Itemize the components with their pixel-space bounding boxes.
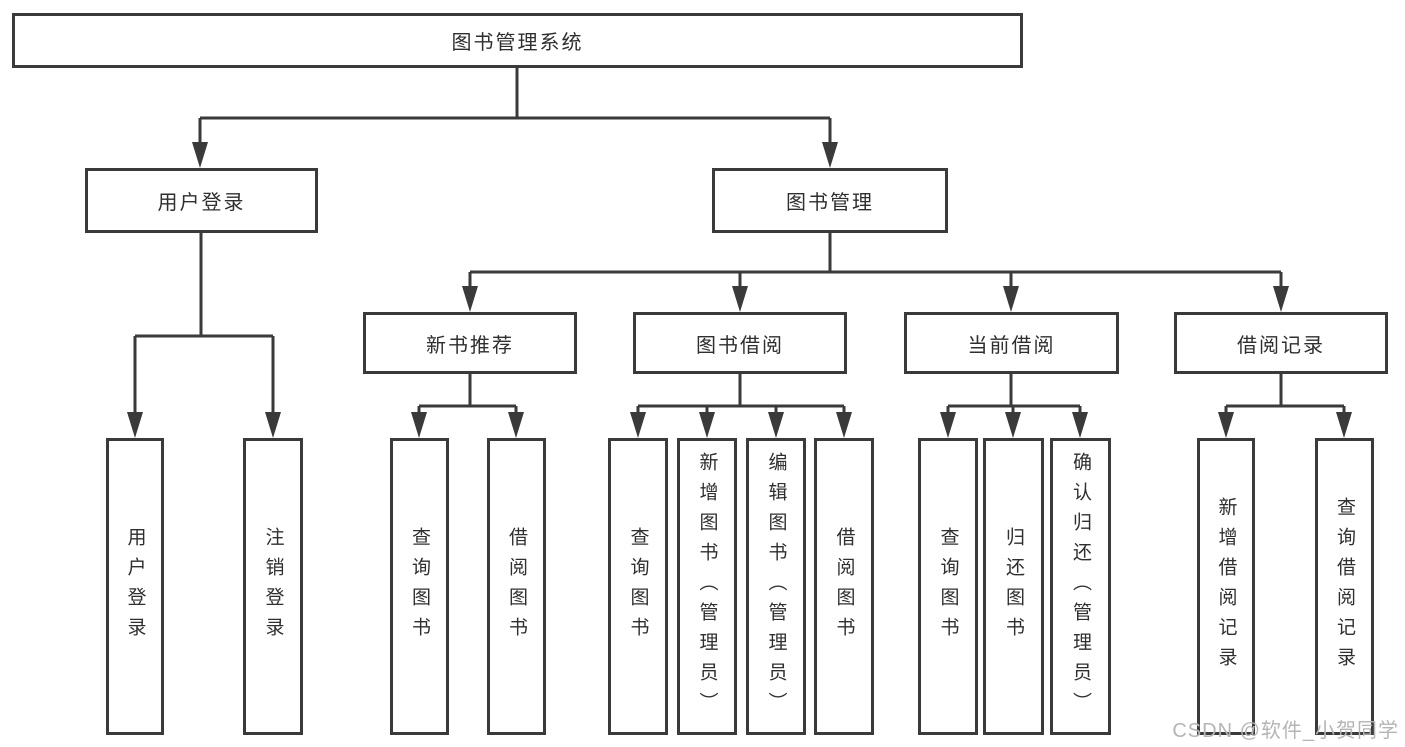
leaf-borrow-books-recommend-label: 借阅图书: [506, 526, 527, 647]
leaf-confirm-return-admin: 确认归还（管理员）: [1050, 438, 1111, 735]
node-root-label: 图书管理系统: [451, 32, 584, 54]
node-user-login-label: 用户登录: [157, 192, 246, 214]
leaf-add-book-admin: 新增图书（管理员）: [677, 438, 737, 735]
leaf-query-books-recommend-label: 查询图书: [409, 526, 430, 647]
node-root: 图书管理系统: [12, 13, 1023, 68]
leaf-borrow-books-borrow: 借阅图书: [814, 438, 874, 735]
connector-book-management-children: [462, 233, 1289, 312]
arrowhead-icon: [1273, 286, 1289, 312]
leaf-return-book-label: 归还图书: [1003, 526, 1024, 647]
arrowhead-icon: [1072, 412, 1088, 438]
connector-root-to-level2: [192, 68, 838, 168]
arrowhead-icon: [462, 286, 478, 312]
leaf-borrow-books-recommend: 借阅图书: [487, 438, 546, 735]
arrowhead-icon: [127, 412, 143, 438]
arrowhead-icon: [630, 412, 646, 438]
arrowhead-icon: [822, 142, 838, 168]
leaf-user-login-label: 用户登录: [124, 526, 146, 647]
leaf-add-borrow-record-label: 新增借阅记录: [1215, 496, 1237, 677]
node-current-borrow-label: 当前借阅: [967, 334, 1056, 357]
node-book-management: 图书管理: [712, 168, 948, 233]
leaf-query-books-current: 查询图书: [918, 438, 978, 735]
connector-user-login-children: [127, 233, 281, 438]
node-borrow-records-label: 借阅记录: [1237, 334, 1325, 357]
leaf-add-borrow-record: 新增借阅记录: [1197, 438, 1255, 735]
arrowhead-icon: [699, 412, 715, 438]
leaf-query-books-recommend: 查询图书: [390, 438, 449, 735]
arrowhead-icon: [411, 412, 427, 438]
arrowhead-icon: [836, 412, 852, 438]
leaf-add-book-admin-label: 新增图书（管理员）: [696, 451, 718, 722]
arrowhead-icon: [265, 412, 281, 438]
connector-new-book-recommend-children: [411, 374, 524, 438]
connector-current-borrow-children: [940, 374, 1088, 438]
arrowhead-icon: [1218, 412, 1234, 438]
leaf-return-book: 归还图书: [983, 438, 1044, 735]
csdn-watermark: CSDN @软件_小贺同学: [1172, 720, 1399, 742]
arrowhead-icon: [1336, 412, 1352, 438]
connector-book-borrow-children: [630, 374, 852, 438]
leaf-query-borrow-record-label: 查询借阅记录: [1334, 496, 1355, 677]
leaf-borrow-books-borrow-label: 借阅图书: [833, 526, 855, 647]
arrowhead-icon: [768, 412, 784, 438]
leaf-edit-book-admin: 编辑图书（管理员）: [746, 438, 806, 735]
node-book-management-label: 图书管理: [786, 192, 874, 214]
arrowhead-icon: [1003, 286, 1019, 312]
node-user-login: 用户登录: [85, 168, 318, 233]
connector-borrow-records-children: [1218, 374, 1352, 438]
arrowhead-icon: [1005, 412, 1021, 438]
leaf-query-books-borrow: 查询图书: [608, 438, 668, 735]
node-new-book-recommend: 新书推荐: [363, 312, 577, 374]
leaf-query-borrow-record: 查询借阅记录: [1315, 438, 1374, 735]
node-borrow-records: 借阅记录: [1174, 312, 1388, 374]
arrowhead-icon: [508, 412, 524, 438]
node-current-borrow: 当前借阅: [904, 312, 1119, 374]
arrowhead-icon: [732, 286, 748, 312]
node-book-borrow: 图书借阅: [633, 312, 847, 374]
leaf-query-books-borrow-label: 查询图书: [627, 526, 649, 647]
leaf-edit-book-admin-label: 编辑图书（管理员）: [765, 451, 787, 722]
arrowhead-icon: [940, 412, 956, 438]
leaf-user-login: 用户登录: [106, 438, 164, 735]
node-new-book-recommend-label: 新书推荐: [426, 334, 514, 357]
arrowhead-icon: [192, 142, 208, 168]
leaf-logout-label: 注销登录: [262, 526, 284, 647]
leaf-query-books-current-label: 查询图书: [937, 526, 959, 647]
leaf-logout: 注销登录: [243, 438, 303, 735]
leaf-confirm-return-admin-label: 确认归还（管理员）: [1070, 451, 1091, 722]
node-book-borrow-label: 图书借阅: [696, 334, 784, 357]
